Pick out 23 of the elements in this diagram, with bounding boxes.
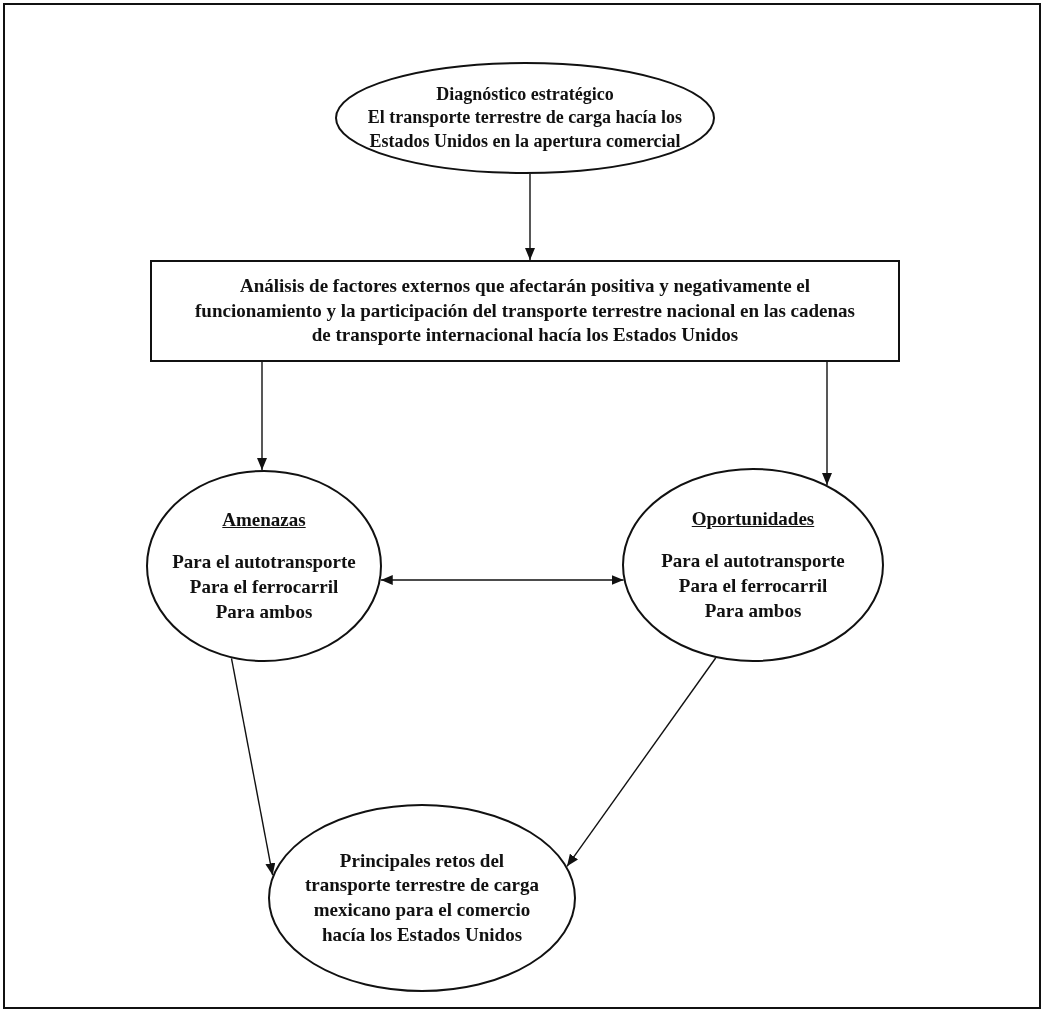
arrow — [566, 657, 717, 868]
arrow — [257, 361, 267, 471]
arrow — [380, 575, 625, 585]
node-text: Para ambos — [704, 598, 802, 623]
arrow — [822, 361, 832, 486]
ellipse-node — [146, 470, 382, 662]
node-text: Para el autotransporte — [172, 550, 356, 575]
arrow — [230, 657, 276, 876]
node-text: Análisis de factores externos que afectarán positiva y negativamente el funcionamiento y la participación del transporte terrestre nacional en las cadenas de transporte internacional hacía los Estados Unidos — [194, 273, 856, 348]
ellipse-node — [268, 804, 576, 992]
ellipse-node — [622, 468, 884, 662]
node-text: Para ambos — [215, 599, 313, 624]
node-text: El transporte terrestre de carga hacía los Estados Unidos en la apertura comercial — [366, 106, 684, 153]
node-heading: Amenazas — [222, 507, 306, 532]
node-text: Para el autotransporte — [661, 549, 845, 574]
ellipse-node — [335, 62, 715, 174]
node-text: Principales retos del transporte terrestre de carga mexicano para el comercio hacía los Estados Unidos — [303, 848, 541, 947]
node-heading: Oportunidades — [691, 506, 815, 531]
node-text: Para el ferrocarril — [678, 574, 828, 598]
node-text: Para el ferrocarril — [189, 575, 339, 599]
node-heading: Diagnóstico estratégico — [436, 82, 614, 106]
arrow — [525, 173, 535, 261]
process-box — [150, 260, 900, 362]
